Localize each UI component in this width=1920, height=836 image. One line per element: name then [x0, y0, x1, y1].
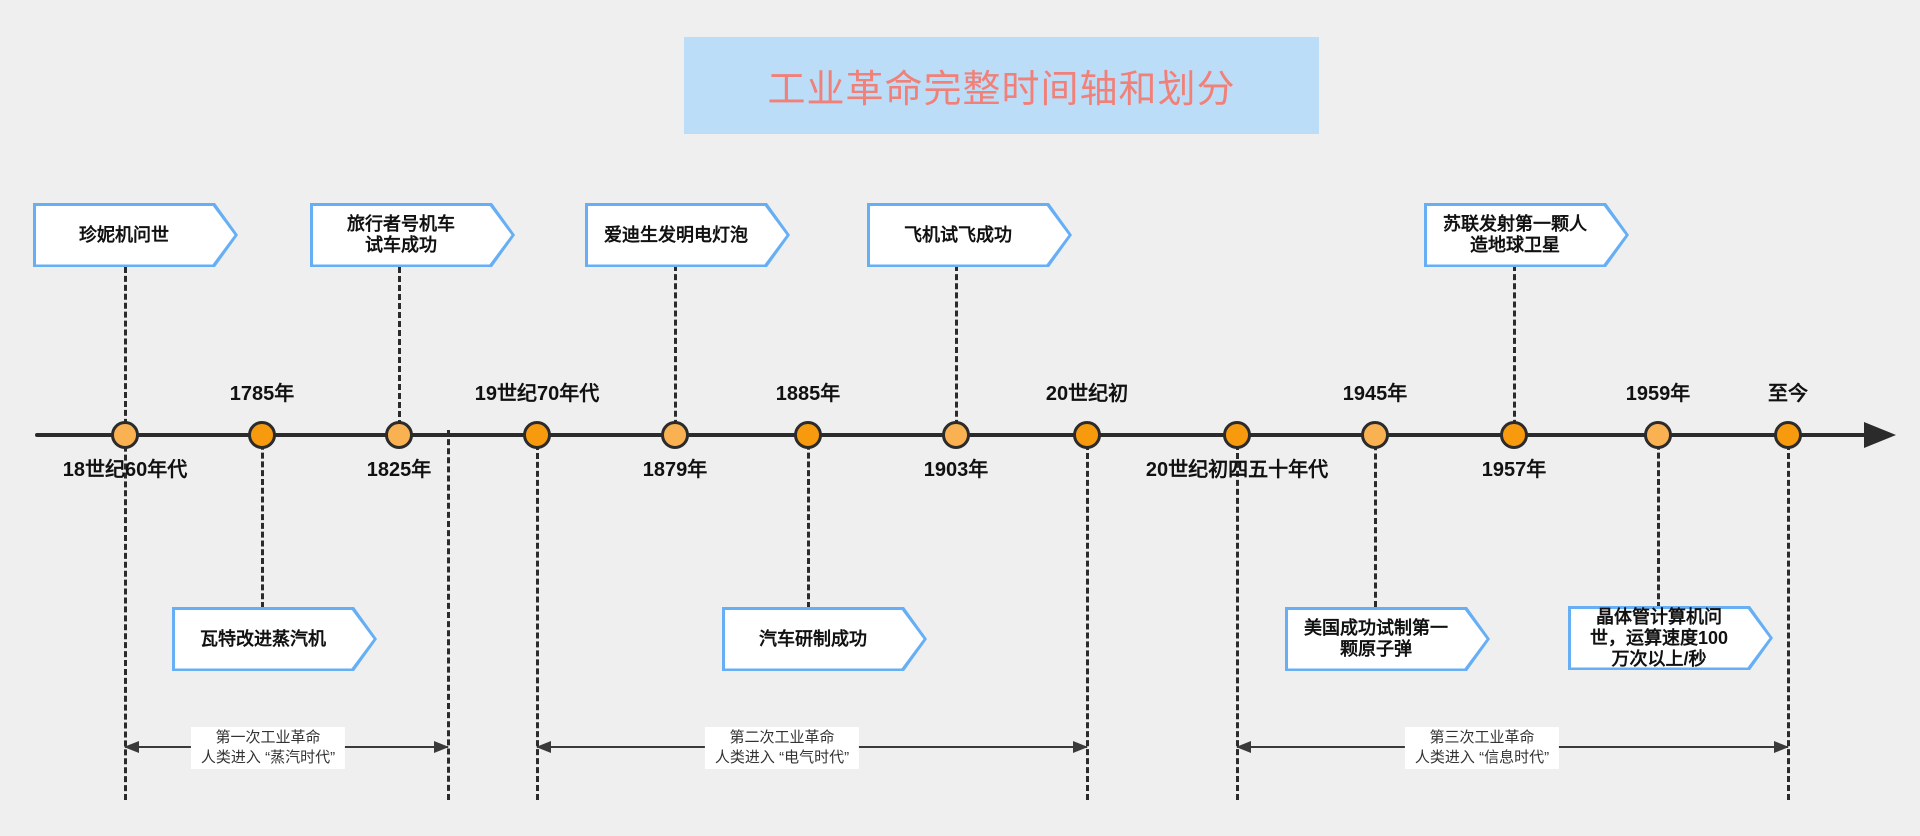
- date-label[interactable]: 20世纪初: [1045, 383, 1129, 405]
- timeline-node-1870s[interactable]: [523, 421, 551, 449]
- event-box-locomotive[interactable]: 旅行者号机车 试车成功: [310, 203, 515, 267]
- event-box-atomic-bomb[interactable]: 美国成功试制第一 颗原子弹: [1285, 607, 1490, 671]
- connector-line: [260, 435, 264, 608]
- pennant-shape: [722, 607, 927, 671]
- pennant-shape: [867, 203, 1072, 267]
- period-label-third-revolution[interactable]: 第三次工业革命 人类进入 “信息时代”: [1404, 727, 1560, 769]
- date-label[interactable]: 19世纪70年代: [474, 383, 600, 405]
- timeline-node-today[interactable]: [1774, 421, 1802, 449]
- event-label: 珍妮机问世: [79, 224, 169, 245]
- pennant-shape: [585, 203, 790, 267]
- date-label[interactable]: 1945年: [1342, 383, 1408, 405]
- event-box-satellite[interactable]: 苏联发射第一颗人 造地球卫星: [1424, 203, 1629, 267]
- timeline-node-1957[interactable]: [1500, 421, 1528, 449]
- timeline-node-1785[interactable]: [248, 421, 276, 449]
- event-label: 苏联发射第一颗人 造地球卫星: [1443, 214, 1587, 255]
- event-label: 爱迪生发明电灯泡: [604, 224, 748, 245]
- timeline-node-1959[interactable]: [1644, 421, 1672, 449]
- event-box-jenny-machine[interactable]: 珍妮机问世: [33, 203, 238, 267]
- event-label: 旅行者号机车 试车成功: [347, 214, 455, 255]
- event-box-light-bulb[interactable]: 爱迪生发明电灯泡: [585, 203, 790, 267]
- connector-line: [397, 267, 401, 435]
- axis-arrowhead-icon: [1864, 422, 1896, 448]
- connector-line: [1373, 435, 1377, 607]
- connector-line: [806, 435, 810, 608]
- pennant-shape: [1285, 607, 1490, 671]
- event-box-airplane[interactable]: 飞机试飞成功: [867, 203, 1072, 267]
- period-label-second-revolution[interactable]: 第二次工业革命 人类进入 “电气时代”: [704, 727, 860, 769]
- connector-line: [535, 435, 539, 800]
- date-label[interactable]: 1785年: [229, 383, 295, 405]
- timeline-node-1945[interactable]: [1361, 421, 1389, 449]
- date-label[interactable]: 1959年: [1625, 383, 1691, 405]
- event-box-transistor-computer[interactable]: 晶体管计算机问 世，运算速度100 万次以上/秒: [1568, 606, 1773, 670]
- event-label: 飞机试飞成功: [904, 224, 1012, 245]
- connector-line: [673, 265, 677, 435]
- event-label: 瓦特改进蒸汽机: [200, 628, 326, 649]
- connector-line: [123, 267, 127, 800]
- timeline-node-early20c[interactable]: [1073, 421, 1101, 449]
- pennant-shape: [172, 607, 377, 671]
- connector-line: [1512, 265, 1516, 435]
- pennant-shape: [1568, 606, 1773, 670]
- period-boundary-line: [446, 430, 450, 800]
- connector-line: [1085, 435, 1089, 800]
- pennant-shape: [33, 203, 238, 267]
- date-label[interactable]: 1885年: [775, 383, 841, 405]
- date-label[interactable]: 18世纪60年代: [62, 459, 188, 481]
- timeline-node-1903[interactable]: [942, 421, 970, 449]
- connector-line: [1235, 435, 1239, 800]
- date-label[interactable]: 1879年: [642, 459, 708, 481]
- timeline-node-1940s50s[interactable]: [1223, 421, 1251, 449]
- timeline-node-1760s[interactable]: [111, 421, 139, 449]
- event-label: 美国成功试制第一 颗原子弹: [1304, 618, 1448, 659]
- connector-line: [1786, 435, 1790, 800]
- pennant-shape: [1424, 203, 1629, 267]
- timeline-node-1885[interactable]: [794, 421, 822, 449]
- event-label: 晶体管计算机问 世，运算速度100 万次以上/秒: [1589, 606, 1729, 669]
- date-label[interactable]: 20世纪初四五十年代: [1145, 459, 1329, 481]
- diagram-title-box[interactable]: 工业革命完整时间轴和划分: [684, 37, 1319, 134]
- date-label[interactable]: 1957年: [1481, 459, 1547, 481]
- connector-line: [1656, 435, 1660, 608]
- event-label: 汽车研制成功: [759, 628, 867, 649]
- timeline-node-1825[interactable]: [385, 421, 413, 449]
- diagram-title: 工业革命完整时间轴和划分: [767, 69, 1236, 111]
- date-label[interactable]: 至今: [1768, 383, 1808, 405]
- event-box-watt-steam-engine[interactable]: 瓦特改进蒸汽机: [172, 607, 377, 671]
- connector-line: [954, 265, 958, 435]
- timeline-node-1879[interactable]: [661, 421, 689, 449]
- pennant-shape: [310, 203, 515, 267]
- event-box-automobile[interactable]: 汽车研制成功: [722, 607, 927, 671]
- date-label[interactable]: 1903年: [923, 459, 989, 481]
- period-label-first-revolution[interactable]: 第一次工业革命 人类进入 “蒸汽时代”: [190, 727, 346, 769]
- date-label[interactable]: 1825年: [366, 459, 432, 481]
